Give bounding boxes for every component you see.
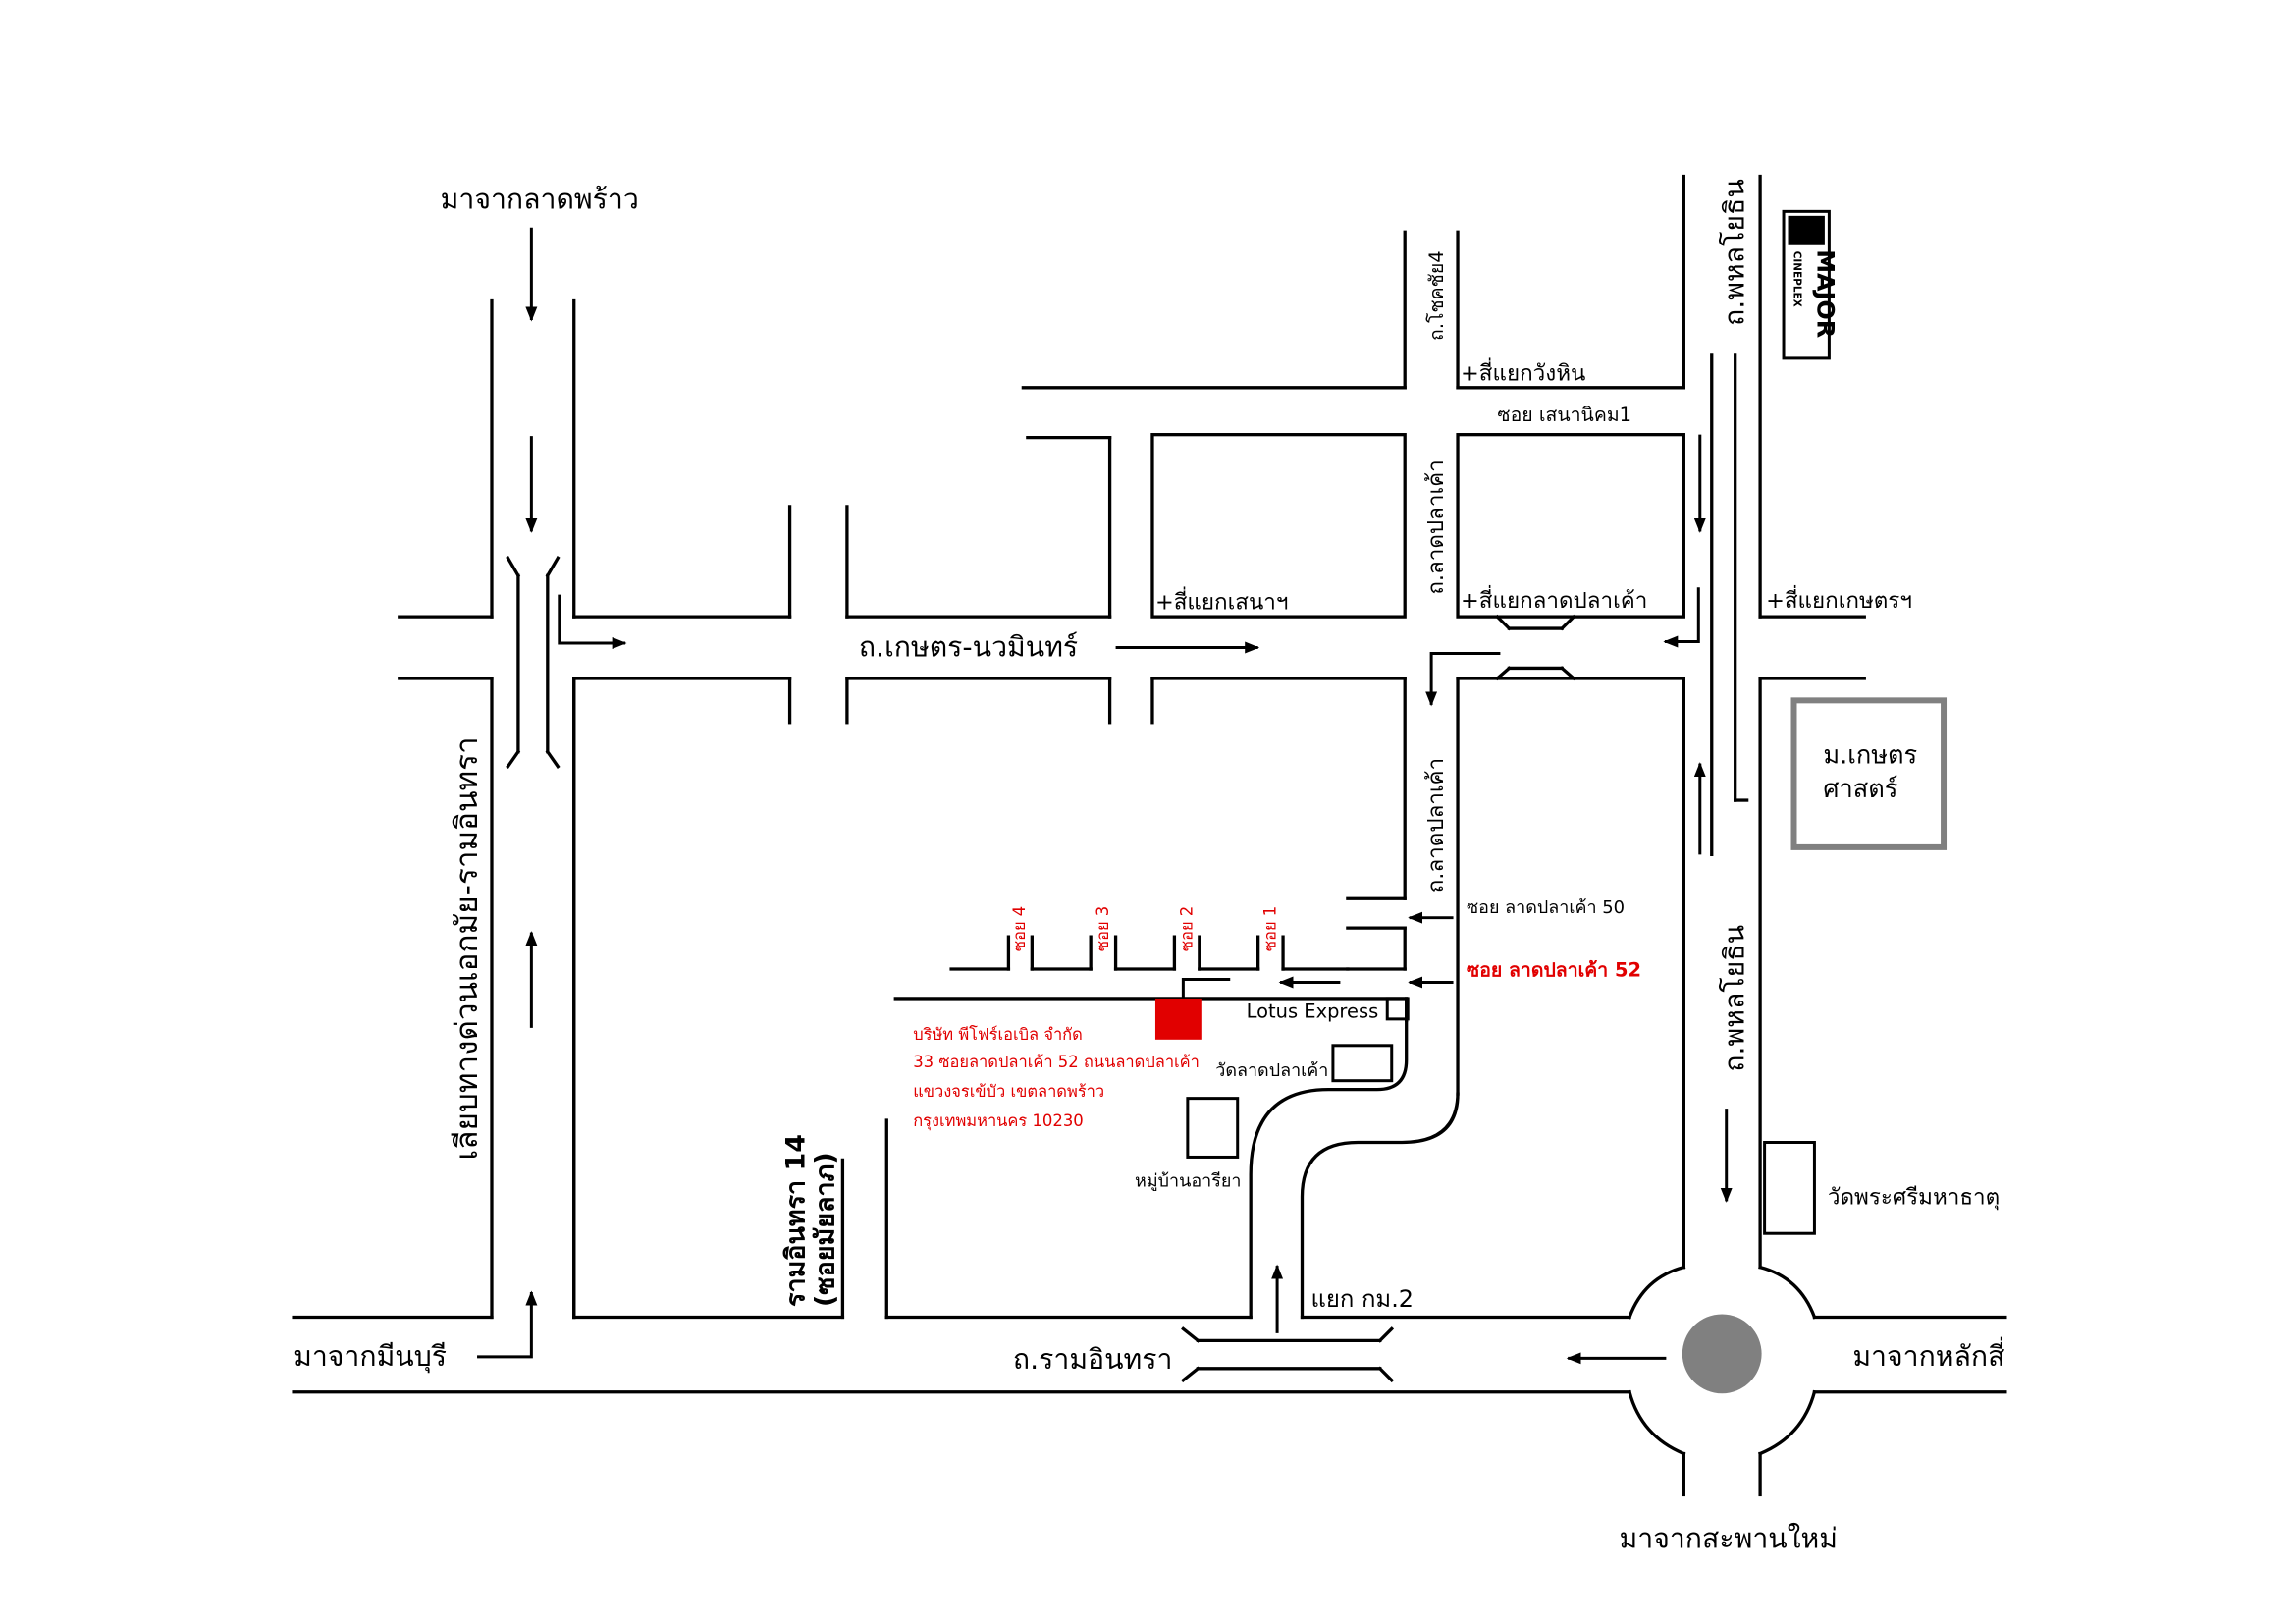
label-km2-junction: แยก กม.2: [1310, 1285, 1414, 1313]
label-from-laksi: มาจากหลักสี่: [1852, 1337, 2004, 1373]
address-line-2: 33 ซอยลาดปลาเค้า 52 ถนนลาดปลาเค้า: [913, 1053, 1200, 1071]
wat-lat-pla-khao-box: [1331, 1044, 1394, 1083]
landmarks: MAJOR CINEPLEX: [1154, 209, 1948, 1394]
label-wat-phra-sri: วัดพระศรีมหาธาตุ: [1828, 1184, 2000, 1210]
major-cineplex-logo: MAJOR CINEPLEX: [1782, 209, 1839, 360]
label-lotus-express: Lotus Express: [1247, 1000, 1379, 1022]
address-line-3: แขวงจรเข้บัว เขตลาดพร้าว: [913, 1082, 1104, 1101]
label-kaset-junction: +สี่แยกเกษตรฯ: [1766, 584, 1912, 614]
direction-arrows: [477, 227, 1733, 1365]
map-labels: มาจากลาดพร้าว มาจากมีนบุรี มาจากหลักสี่ …: [294, 179, 2004, 1554]
label-soi-4: ซอย 4: [1010, 906, 1029, 951]
label-soi-52: ซอย ลาดปลาเค้า 52: [1467, 959, 1641, 982]
label-phahon-lower: ถ.พหลโยธิน: [1719, 925, 1751, 1072]
label-kaset-nawamin-road: ถ.เกษตร-นวมินทร์: [859, 630, 1078, 663]
label-lat-pla-khao-junction: +สี่แยกลาดปลาเค้า: [1461, 584, 1647, 614]
major-logo-text: MAJOR: [1811, 249, 1839, 338]
road-network: [292, 174, 2007, 1497]
label-phahon-upper: ถ.พหลโยธิน: [1719, 179, 1751, 326]
address-line-1: บริษัท พีโฟร์เอเบิล จำกัด: [913, 1025, 1083, 1044]
label-ram-inthra-road: ถ.รามอินทรา: [1013, 1343, 1173, 1376]
label-soi-1: ซอย 1: [1261, 906, 1280, 951]
label-ariya-village: หมู่บ้านอารียา: [1135, 1170, 1241, 1191]
label-kasetsart-1: ม.เกษตร: [1823, 740, 1917, 770]
ariya-village-box: [1186, 1097, 1240, 1159]
label-ram-inthra-14: รามอินทรา 14: [781, 1134, 812, 1307]
company-location-marker: [1154, 998, 1202, 1040]
label-wang-hin-junction: +สี่แยกวังหิน: [1461, 356, 1585, 386]
label-soi-50: ซอย ลาดปลาเค้า 50: [1467, 897, 1625, 918]
wat-phra-sri-box: [1763, 1141, 1816, 1235]
address-line-4: กรุงเทพมหานคร 10230: [913, 1111, 1084, 1131]
label-soi-senanikhom: ซอย เสนานิคม1: [1497, 404, 1631, 426]
kasetsart-university-box: [1790, 697, 1948, 850]
label-soi-2: ซอย 2: [1177, 906, 1196, 951]
major-m-icon: [1788, 215, 1825, 245]
cineplex-logo-text: CINEPLEX: [1791, 251, 1803, 307]
label-wat-lat-pla-khao: วัดลาดปลาเค้า: [1215, 1060, 1328, 1081]
label-lat-pla-khao-lower: ถ.ลาดปลาเค้า: [1423, 758, 1449, 893]
label-soi-3: ซอย 3: [1094, 906, 1112, 951]
laksi-roundabout-marker: [1682, 1314, 1762, 1394]
label-from-saphan-mai: มาจากสะพานใหม่: [1620, 1522, 1838, 1554]
label-soi-mai-lap: (ซอยมัยลาภ): [810, 1152, 840, 1307]
lotus-express-box: [1385, 997, 1410, 1021]
label-kasetsart-2: ศาสตร์: [1823, 774, 1897, 803]
company-address: บริษัท พีโฟร์เอเบิล จำกัด 33 ซอยลาดปลาเค…: [913, 1025, 1200, 1131]
label-expressway: เลียบทางด่วนเอกมัย-รามอินทรา: [450, 736, 485, 1160]
label-lat-pla-khao-upper: ถ.ลาดปลาเค้า: [1423, 460, 1449, 594]
label-from-ladprao: มาจากลาดพร้าว: [441, 183, 639, 215]
label-chok-chai-4: ถ.โชคชัย4: [1425, 250, 1448, 341]
label-sena-junction: +สี่แยกเสนาฯ: [1155, 586, 1289, 616]
label-from-minburi: มาจากมีนบุรี: [294, 1340, 447, 1374]
